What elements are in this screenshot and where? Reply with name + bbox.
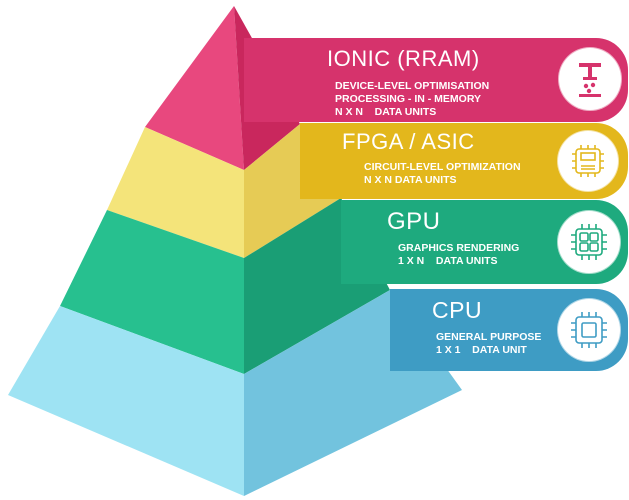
rram-device-icon xyxy=(559,48,621,110)
tier-title: GPU xyxy=(387,208,441,235)
tier-title: IONIC (RRAM) xyxy=(327,46,480,71)
pyramid-tier-4-left xyxy=(8,306,244,496)
tier-description: CIRCUIT-LEVEL OPTIMIZATION N X N DATA UN… xyxy=(364,161,521,187)
tier-line: GRAPHICS RENDERING xyxy=(398,242,520,254)
tier-line: N X N DATA UNITS xyxy=(364,174,457,186)
tier-fpga-asic: FPGA / ASIC CIRCUIT-LEVEL OPTIMIZATION N… xyxy=(300,123,628,199)
tier-gpu: GPU GRAPHICS RENDERING 1 X N DATA UNITS xyxy=(341,200,628,284)
tier-title: FPGA / ASIC xyxy=(342,129,475,154)
tier-description: DEVICE-LEVEL OPTIMISATION PROCESSING - I… xyxy=(335,80,489,119)
cpu-chip-icon xyxy=(558,299,620,361)
tier-line: CIRCUIT-LEVEL OPTIMIZATION xyxy=(364,161,521,173)
tier-line: N X N DATA UNITS xyxy=(335,106,437,118)
pyramid-tier-3-left xyxy=(60,210,244,374)
tier-line: PROCESSING - IN - MEMORY xyxy=(335,93,482,105)
tier-description: GRAPHICS RENDERING 1 X N DATA UNITS xyxy=(398,242,519,268)
tier-ionic-rram: IONIC (RRAM) DEVICE-LEVEL OPTIMISATION P… xyxy=(244,38,628,122)
tier-line: 1 X 1 DATA UNIT xyxy=(436,344,527,356)
tier-line: GENERAL PURPOSE xyxy=(436,331,542,343)
gpu-chip-icon xyxy=(558,211,620,273)
tier-line: 1 X N DATA UNITS xyxy=(398,255,498,267)
tier-cpu: CPU GENERAL PURPOSE 1 X 1 DATA UNIT xyxy=(390,289,628,371)
tier-description: GENERAL PURPOSE 1 X 1 DATA UNIT xyxy=(436,331,541,357)
tier-title: CPU xyxy=(432,297,483,323)
tier-line: DEVICE-LEVEL OPTIMISATION xyxy=(335,80,490,92)
pyramid-tier-2-left xyxy=(107,127,244,258)
pyramid-tier-1-left xyxy=(145,6,244,170)
fpga-chip-icon xyxy=(558,131,618,191)
